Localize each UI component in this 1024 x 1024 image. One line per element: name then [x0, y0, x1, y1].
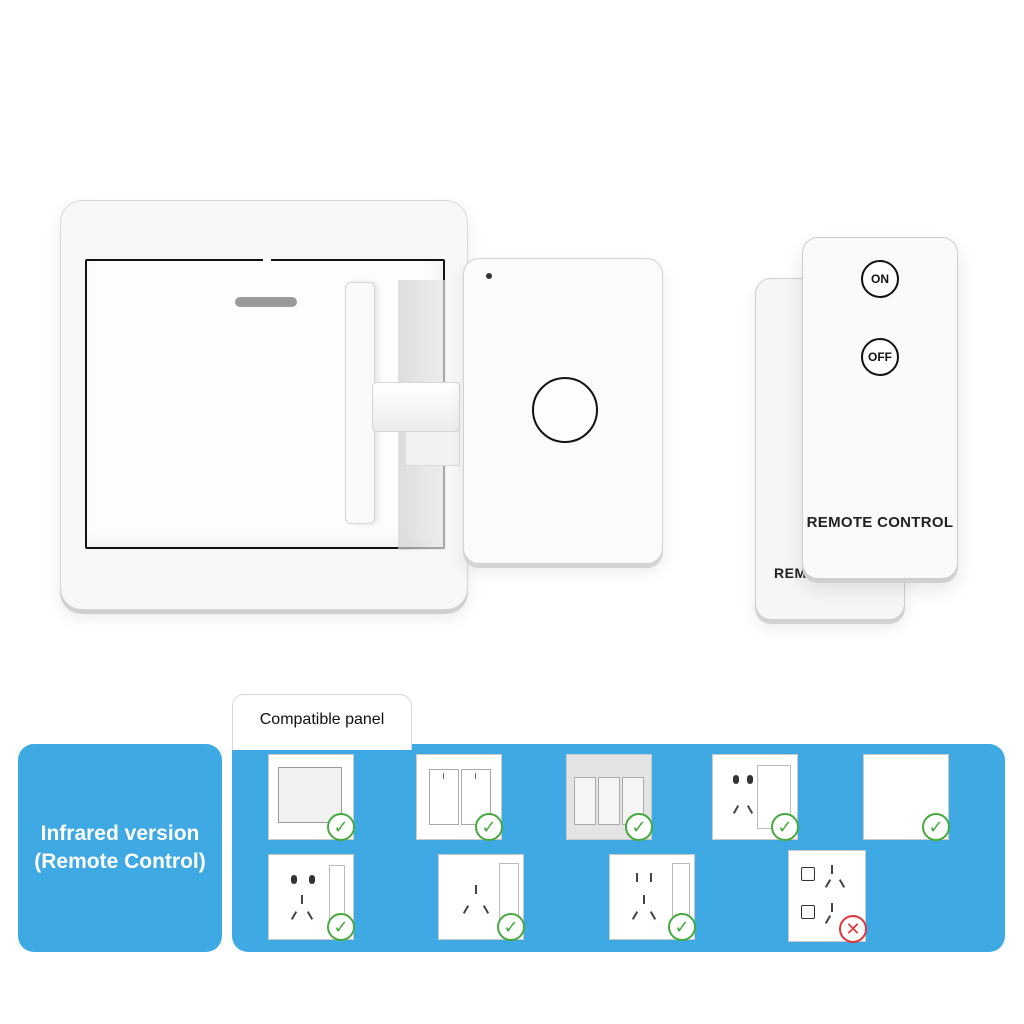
socket-slot — [824, 879, 832, 888]
check-icon: ✓ — [475, 813, 503, 841]
check-icon: ✓ — [327, 813, 355, 841]
tile-rocker-triple: ✓ — [566, 754, 653, 841]
tile-socket-switch: ✓ — [712, 754, 799, 841]
receiver-module — [463, 258, 663, 564]
socket-hole — [291, 875, 297, 884]
socket-slot — [824, 915, 832, 924]
socket-slot — [831, 865, 833, 874]
remote-label: REMOTE CONTROL — [806, 514, 954, 531]
socket-slot — [831, 903, 833, 912]
button-square — [801, 905, 815, 919]
compatible-panel-tab[interactable]: Compatible panel — [232, 694, 412, 750]
compatible-panel-tab-label: Compatible panel — [259, 711, 385, 728]
socket-slot — [475, 885, 477, 894]
tile-multi-button-socket: ✕ — [788, 850, 867, 943]
tile-rocker-double: ✓ — [416, 754, 503, 841]
rocker-highlight — [263, 259, 271, 262]
check-icon: ✓ — [668, 913, 696, 941]
tile-socket-three-pin: ✓ — [438, 854, 525, 941]
tile-blank-touch: ✓ — [863, 754, 950, 841]
socket-slot — [650, 873, 652, 882]
socket-slot — [301, 895, 303, 904]
socket-slot — [838, 879, 846, 888]
socket-slot — [631, 911, 639, 920]
check-icon: ✓ — [771, 813, 799, 841]
remote-control-front: ON OFF REMOTE CONTROL — [802, 237, 958, 579]
tile-socket-combo: ✓ — [609, 854, 696, 941]
socket-slot — [306, 911, 314, 920]
socket-slot — [482, 905, 490, 914]
socket-slot — [462, 905, 470, 914]
version-text: Infrared version (Remote Control) — [34, 820, 206, 876]
socket-slot — [290, 911, 298, 920]
receiver-button[interactable] — [532, 377, 598, 443]
compatible-panel-area: ✓ ✓ ✓ ✓ ✓ ✓ ✓ — [232, 744, 1005, 952]
button-square — [801, 867, 815, 881]
rocker-2 — [598, 777, 620, 825]
socket-slot — [636, 873, 638, 882]
socket-hole — [309, 875, 315, 884]
socket-slot — [643, 895, 645, 904]
check-icon: ✓ — [497, 913, 525, 941]
rocker-face — [278, 767, 342, 823]
check-icon: ✓ — [327, 913, 355, 941]
socket-slot — [732, 805, 740, 814]
version-line-1: Infrared version — [40, 822, 200, 845]
rocker-mark-left — [443, 773, 444, 779]
version-line-2: (Remote Control) — [34, 850, 206, 873]
rocker-left — [429, 769, 459, 825]
switch-indicator-light — [235, 297, 297, 307]
tile-socket-five-hole: ✓ — [268, 854, 355, 941]
rocker-mark-right — [475, 773, 476, 779]
receiver-led-icon — [486, 273, 492, 279]
socket-hole — [747, 775, 753, 784]
remote-on-button[interactable]: ON — [861, 260, 899, 298]
check-icon: ✓ — [922, 813, 950, 841]
pusher-arm — [372, 382, 460, 432]
cross-icon: ✕ — [839, 915, 867, 943]
socket-slot — [746, 805, 754, 814]
socket-hole — [733, 775, 739, 784]
check-icon: ✓ — [625, 813, 653, 841]
pusher-base — [405, 430, 460, 466]
tile-rocker-single: ✓ — [268, 754, 355, 841]
socket-slot — [649, 911, 657, 920]
rocker-1 — [574, 777, 596, 825]
remote-off-button[interactable]: OFF — [861, 338, 899, 376]
pusher-bar — [345, 282, 375, 524]
version-box: Infrared version (Remote Control) — [18, 744, 222, 952]
